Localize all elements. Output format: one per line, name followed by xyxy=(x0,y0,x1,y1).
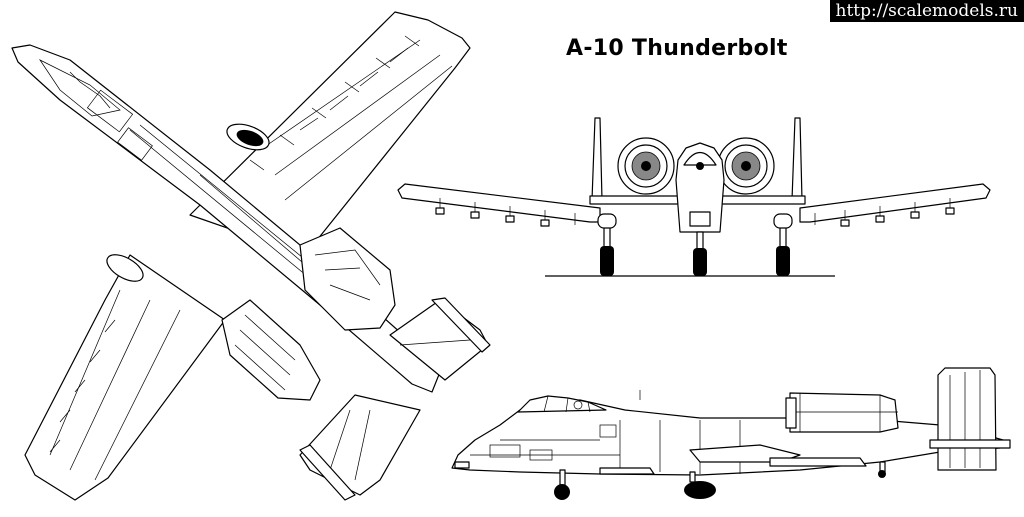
side-view xyxy=(451,367,1011,500)
front-view-left-fin xyxy=(591,117,603,201)
side-view-tail xyxy=(937,367,997,471)
drawing-title: A-10 Thunderbolt xyxy=(566,36,788,61)
front-view-left-wing xyxy=(397,183,601,223)
front-view-right-wing xyxy=(799,183,991,223)
side-view-landing-gear xyxy=(554,461,886,500)
front-view-landing-gear xyxy=(597,213,793,276)
top-view-pod-lower xyxy=(106,254,144,282)
top-view xyxy=(11,11,491,501)
watermark-url: http://scalemodels.ru xyxy=(829,0,1024,22)
side-view-canopy xyxy=(517,395,607,413)
top-view-stabilizer-lower xyxy=(299,394,421,496)
front-view-right-engine xyxy=(717,137,775,195)
top-view-engine-lower xyxy=(221,299,321,401)
front-view-left-engine xyxy=(617,137,675,195)
side-view-engine xyxy=(789,392,899,433)
front-view xyxy=(397,117,991,277)
top-view-right-wing xyxy=(189,11,471,256)
front-view-right-fin xyxy=(791,117,803,201)
top-view-left-wing xyxy=(24,254,226,501)
top-view-engine-upper xyxy=(299,227,396,331)
